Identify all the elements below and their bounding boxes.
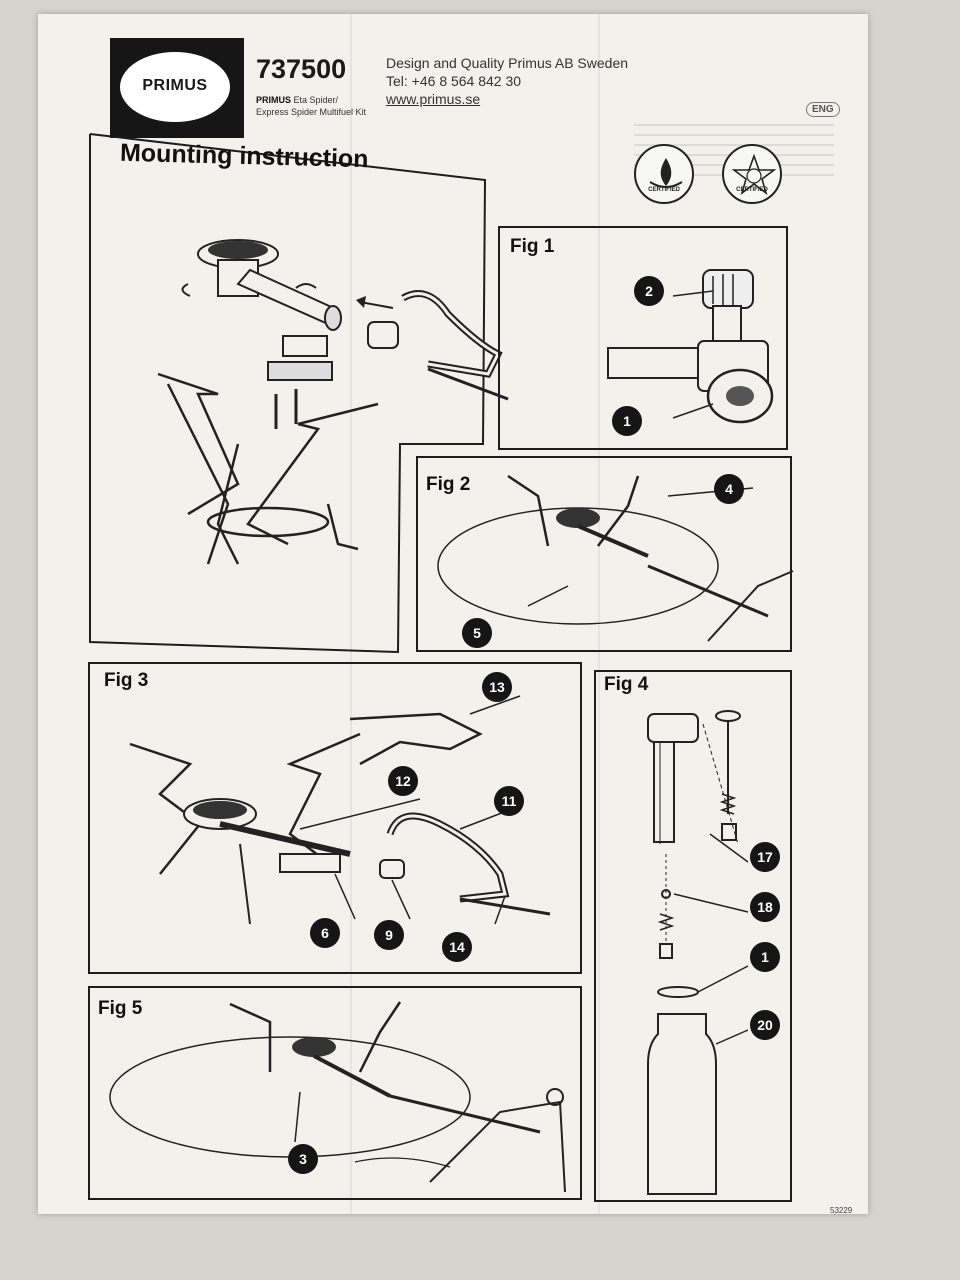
fig5-drawing [109,1001,566,1193]
star-icon [731,153,777,196]
logo-oval: PRIMUS [120,52,230,122]
product-line-1: Eta Spider/ [291,95,339,105]
fig1-panel [498,226,788,450]
document-code: 53229 [830,1206,853,1215]
primus-logo: PRIMUS [110,38,244,138]
fig1-drawing [607,269,774,424]
fig4-panel [594,670,792,1202]
badge-label: CERTIFIED [648,187,680,193]
fold-line [350,14,352,1214]
exploded-burner-drawing [157,239,509,565]
fig1-title: Fig 1 [510,236,555,257]
company-url[interactable]: www.primus.se [386,91,481,107]
model-number: 737500 [256,54,347,84]
fig3-panel [88,662,582,974]
fig3-callout-11: 11 [494,786,524,816]
fig2-callout-4: 4 [714,474,744,504]
product-line-2: Express Spider Multifuel Kit [256,107,367,117]
fig5-panel [88,986,582,1200]
fig5-callout-3: 3 [288,1144,318,1174]
design-certified-badge: CERTIFIED [722,144,782,204]
company-info: Design and Quality Primus AB Sweden Tel:… [386,54,628,108]
fig3-callout-12: 12 [388,766,418,796]
fig3-callout-9: 9 [374,920,404,950]
fig4-callout-18: 18 [750,892,780,922]
fig4-callout-17: 17 [750,842,780,872]
logo-text: PRIMUS [142,77,208,94]
fig4-callout-20: 20 [750,1010,780,1040]
fig2-drawing [437,474,794,642]
fig3-callout-13: 13 [482,672,512,702]
flame-certified-badge: CERTIFIED [634,144,694,204]
fig4-callout-1: 1 [750,942,780,972]
product-brand: PRIMUS [256,95,292,105]
fig5-title: Fig 5 [98,998,143,1019]
language-tag: ENG [806,102,840,117]
fig1-callout-1: 1 [612,406,642,436]
fig3-callout-6: 6 [310,918,340,948]
fig3-callout-14: 14 [442,932,472,962]
flame-icon [649,158,683,188]
fig3-title: Fig 3 [104,670,149,691]
fig2-panel [416,456,792,652]
fig4-drawing [647,710,749,1195]
company-line-1: Design and Quality Primus AB Sweden [386,55,629,71]
product-subtitle: PRIMUS Eta Spider/ Express Spider Multif… [256,94,366,118]
fig1-callout-2: 2 [634,276,664,306]
fig2-title: Fig 2 [426,474,471,495]
fig2-callout-5: 5 [462,618,492,648]
badge-label: CERTIFIED [736,187,768,193]
company-phone: Tel: +46 8 564 842 30 [386,73,522,89]
fig4-title: Fig 4 [604,674,649,695]
instruction-sheet: PRIMUS 737500 PRIMUS Eta Spider/ Express… [38,14,868,1215]
mounting-panel-outline [89,133,487,654]
fold-line [598,14,600,1214]
fig3-drawing [129,695,551,925]
